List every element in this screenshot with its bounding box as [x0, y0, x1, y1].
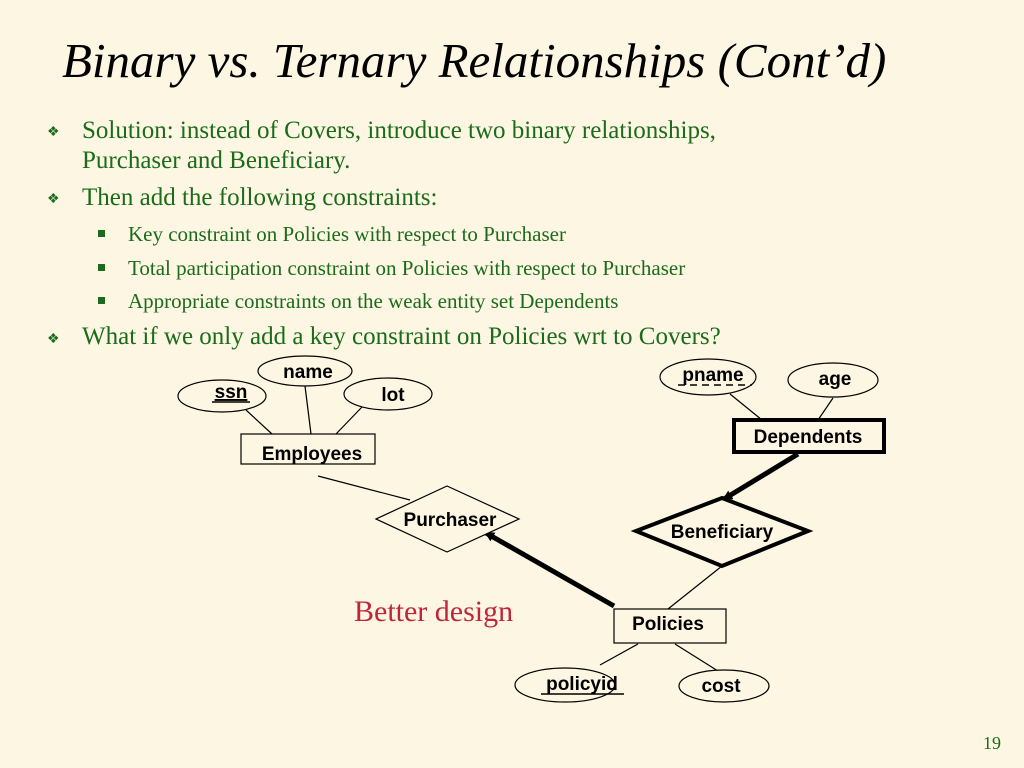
slide-title: Binary vs. Ternary Relationships (Cont’d… [62, 33, 887, 88]
diamond-bullet-icon: ❖ [47, 125, 60, 140]
policies-label: Policies [632, 614, 704, 635]
dependents-to-beneficiary-arrow [722, 451, 800, 502]
beneficiary-label: Beneficiary [671, 522, 774, 543]
cost-attribute [678, 669, 770, 703]
pname-attribute [659, 358, 757, 396]
policies-to-purchaser-arrow [484, 530, 616, 609]
purchaser-relationship [374, 485, 521, 553]
diamond-bullet-icon: ❖ [47, 192, 60, 207]
better-design-note: Better design [354, 595, 513, 628]
subbullet-3: Appropriate constraints on the weak enti… [128, 289, 619, 313]
square-bullet-icon [98, 230, 105, 237]
diamond-bullet-icon: ❖ [47, 332, 60, 347]
policyid-label: policyid [546, 674, 618, 695]
policies-entity [613, 608, 727, 644]
square-bullet-icon [98, 264, 105, 271]
square-bullet-icon [98, 297, 105, 304]
ssn-attribute [177, 379, 267, 413]
cost-label: cost [701, 676, 741, 697]
age-label: age [819, 369, 852, 390]
subbullet-1: Key constraint on Policies with respect … [128, 222, 566, 246]
lot-attribute [343, 377, 433, 411]
age-attribute [787, 362, 879, 398]
name-label: name [283, 362, 333, 383]
name-attribute [257, 355, 353, 387]
bullet-3: What if we only add a key constraint on … [82, 323, 721, 350]
page-number: 19 [983, 733, 1001, 753]
dependents-label: Dependents [754, 427, 863, 448]
bullet-1-line-1: Solution: instead of Covers, introduce t… [82, 117, 716, 144]
pname-label: pname [682, 365, 743, 386]
subbullet-2: Total participation constraint on Polici… [128, 256, 686, 280]
employees-label: Employees [262, 444, 362, 465]
ssn-label: ssn [215, 382, 248, 403]
bullet-2: Then add the following constraints: [82, 184, 438, 211]
beneficiary-identifying-relationship [630, 495, 814, 569]
connector-lines [245, 385, 834, 672]
purchaser-label: Purchaser [404, 510, 498, 531]
employees-entity [240, 433, 376, 465]
lot-label: lot [381, 385, 405, 406]
bullet-1-line-2: Purchaser and Beneficiary. [82, 147, 351, 174]
dependents-weak-entity [732, 418, 886, 454]
